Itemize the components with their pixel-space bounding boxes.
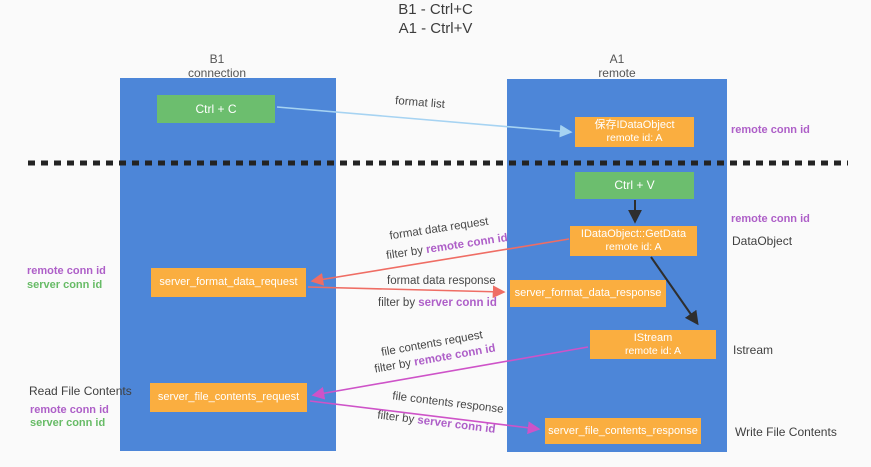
istream-line1: IStream [633,331,673,344]
column-a1-name: A1 [609,52,625,66]
save-dataobject-line2: remote id: A [606,132,663,144]
server-conn-id-annotation-left-mid: server conn id [27,279,103,291]
filter-by-text: filter by [373,356,416,376]
server-format-data-response-box: server_format_data_response [510,280,666,307]
save-dataobject-line1: 保存IDataObject [594,119,675,131]
server-file-contents-response-box: server_file_contents_response [545,418,701,444]
write-file-contents-annotation: Write File Contents [735,425,837,439]
file-contents-response-filter-label: filter by server conn id [376,409,496,435]
server-format-data-request-box: server_format_data_request [151,268,306,297]
title-line-2: A1 - Ctrl+V [398,20,473,37]
server-format-data-request-label: server_format_data_request [159,276,298,288]
getdata-line1: IDataObject::GetData [580,228,687,240]
server-file-contents-request-label: server_file_contents_request [157,391,300,403]
filter-by-text: filter by [378,297,419,309]
format-data-response-label: format data response [387,275,496,287]
server-conn-id-annotation-left-bottom: server conn id [30,417,106,429]
dataobject-annotation: DataObject [732,234,793,248]
column-header-b1: B1 connection [147,52,287,80]
server-conn-id-text: server conn id [416,414,497,436]
remote-conn-id-annotation-left-mid: remote conn id [27,265,106,277]
format-data-response-filter-label: filter by server conn id [378,297,497,309]
diagram-title: B1 - Ctrl+C A1 - Ctrl+V [0,0,871,38]
ctrl-c-label: Ctrl + C [195,101,237,116]
read-file-contents-annotation: Read File Contents [29,384,132,398]
server-conn-id-text: server conn id [418,297,497,309]
istream-line2: remote id: A [624,344,682,357]
getdata-line2: remote id: A [605,241,662,253]
ctrl-v-label: Ctrl + V [614,178,655,192]
remote-conn-id-annotation-mid: remote conn id [731,213,810,225]
remote-conn-id-annotation-top: remote conn id [731,124,810,136]
filter-by-text: filter by [376,409,419,427]
ctrl-v-box: Ctrl + V [575,172,694,199]
istream-annotation: Istream [733,343,774,357]
server-file-contents-request-box: server_file_contents_request [150,383,307,412]
server-format-data-response-label: server_format_data_response [514,287,662,299]
title-line-1: B1 - Ctrl+C [398,1,473,18]
filter-by-text: filter by [385,244,428,263]
idataobject-getdata-box: IDataObject::GetData remote id: A [570,226,697,256]
column-header-a1: A1 remote [547,52,687,80]
ctrl-c-box: Ctrl + C [157,95,275,123]
column-b1-role: connection [187,66,247,80]
remote-conn-id-annotation-left-bottom: remote conn id [30,404,109,416]
column-b1-name: B1 [209,52,225,66]
format-list-label: format list [394,95,446,111]
column-a1-role: remote [598,66,636,80]
save-dataobject-box: 保存IDataObject remote id: A [575,117,694,147]
format-data-response-arrow [307,285,506,299]
remote-conn-id-text: remote conn id [425,231,509,257]
server-file-contents-response-label: server_file_contents_response [548,424,698,437]
istream-box: IStream remote id: A [590,330,716,359]
file-contents-response-label: file contents response [391,390,505,416]
